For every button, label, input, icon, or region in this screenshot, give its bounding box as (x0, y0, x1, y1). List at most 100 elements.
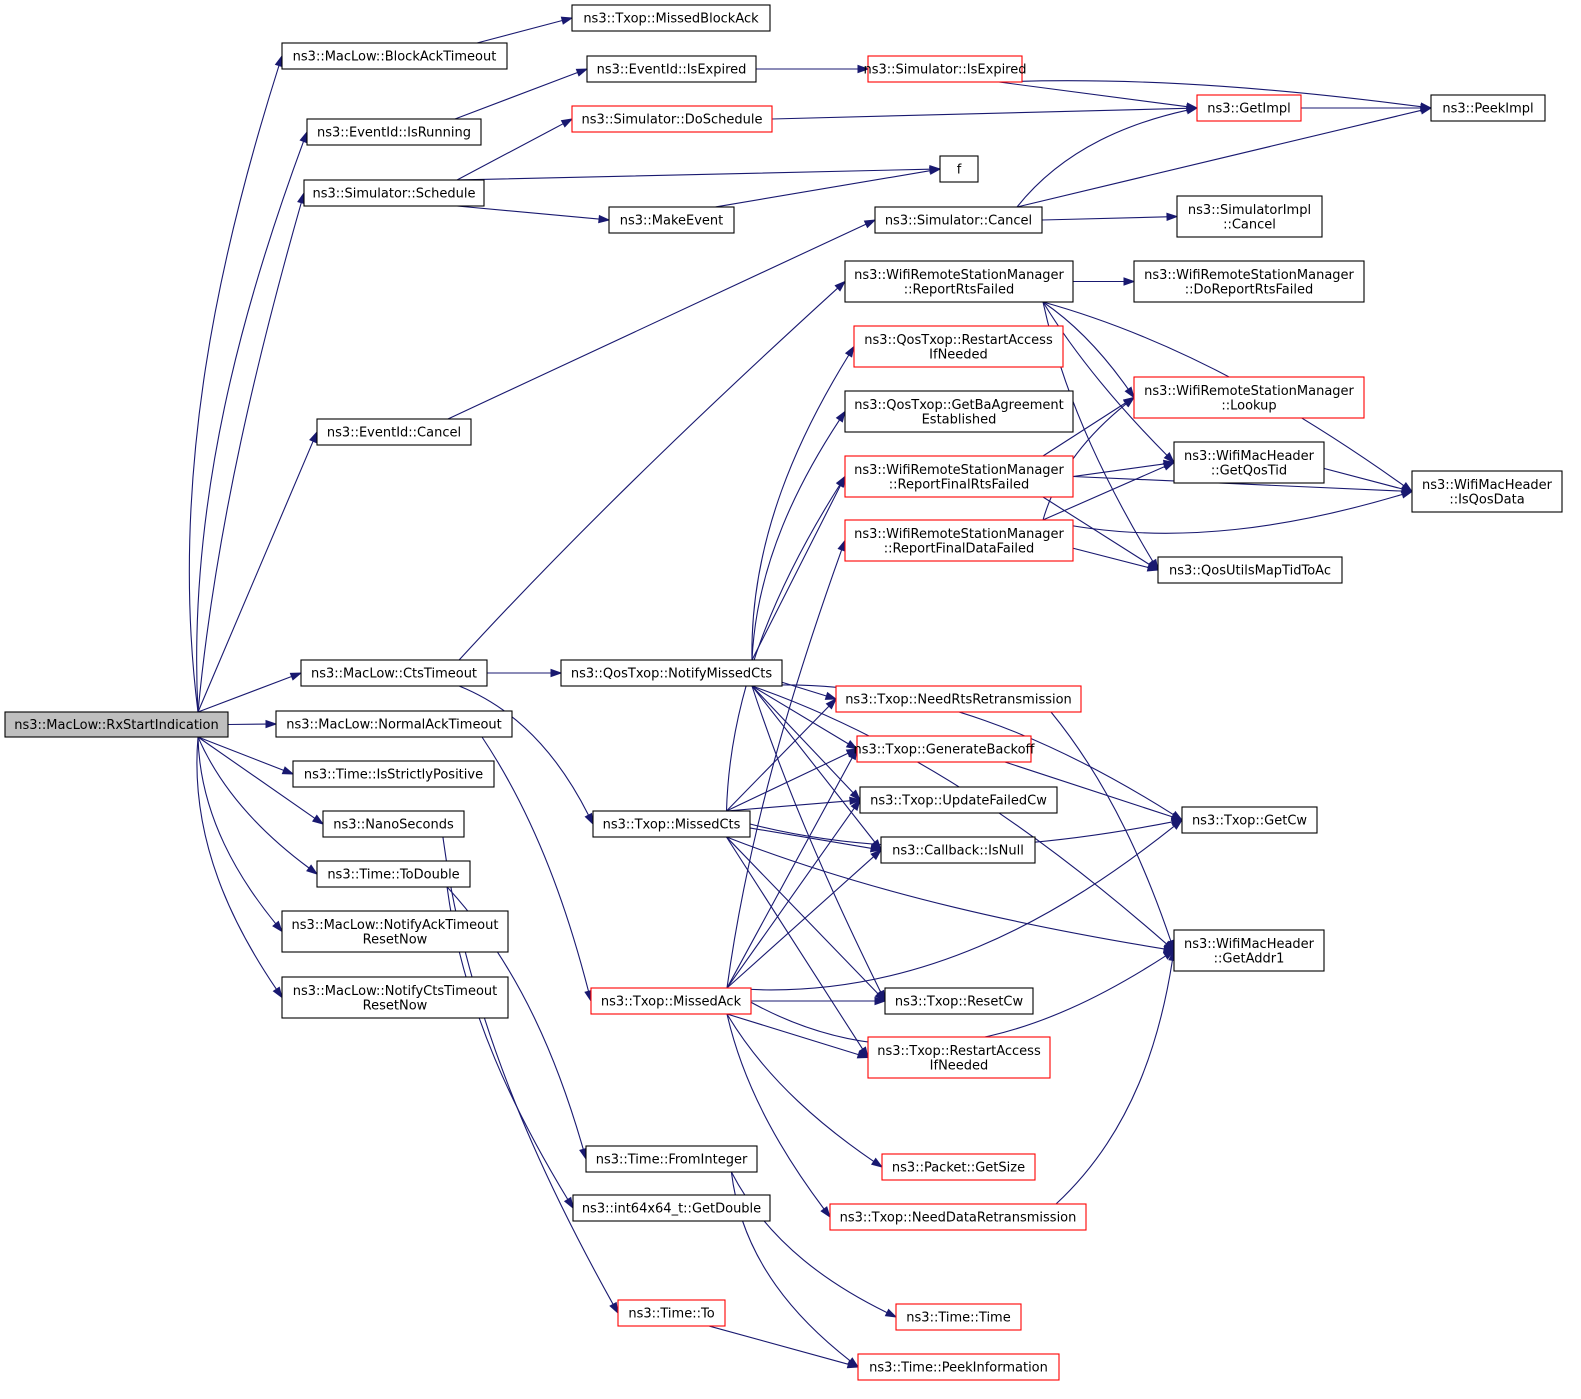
function-node[interactable]: ns3::NanoSeconds (322, 810, 465, 838)
function-node[interactable]: ns3::SimulatorImpl::Cancel (1176, 195, 1323, 238)
node-label: ns3::NanoSeconds (333, 818, 454, 833)
node-label: ns3::Txop::NeedRtsRetransmission (845, 693, 1072, 708)
function-node[interactable]: ns3::GetImpl (1196, 94, 1302, 122)
node-box (1181, 806, 1318, 834)
function-node[interactable]: ns3::int64x64_t::GetDouble (572, 1194, 771, 1222)
call-edge (726, 848, 883, 989)
function-node[interactable]: ns3::Txop::NeedRtsRetransmission (835, 685, 1082, 713)
arrowhead-icon (825, 697, 838, 710)
arrowhead-icon (584, 812, 594, 826)
function-node[interactable]: ns3::Time::ToDouble (316, 860, 471, 888)
node-label: ns3::WifiRemoteStationManager (1144, 268, 1354, 283)
node-label: ns3::Simulator::DoSchedule (581, 113, 762, 128)
function-node[interactable]: ns3::WifiRemoteStationManager::DoReportR… (1133, 260, 1365, 303)
node-box (1430, 94, 1546, 122)
node-label: ns3::Packet::GetSize (892, 1161, 1025, 1176)
edge-line (197, 736, 284, 771)
node-box (867, 1036, 1051, 1079)
function-node[interactable]: ns3::WifiRemoteStationManager::ReportFin… (844, 519, 1074, 562)
function-node[interactable]: ns3::Simulator::IsExpired (863, 55, 1027, 83)
function-node[interactable]: ns3::EventId::Cancel (316, 418, 472, 446)
function-node[interactable]: ns3::MacLow::RxStartIndication (4, 711, 229, 738)
function-node[interactable]: ns3::Txop::UpdateFailedCw (859, 786, 1058, 814)
function-node[interactable]: ns3::Time::FromInteger (585, 1145, 758, 1173)
arrowhead-icon (309, 430, 318, 444)
node-box (867, 55, 1023, 83)
function-node[interactable]: ns3::Txop::MissedCts (592, 810, 751, 838)
arrowhead-icon (870, 848, 883, 861)
call-edge (454, 68, 589, 120)
function-node[interactable]: ns3::Time::IsStrictlyPositive (292, 760, 495, 788)
node-box (853, 325, 1064, 368)
node-label: ns3::WifiRemoteStationManager (854, 527, 1064, 542)
node-label: ns3::EventId::IsExpired (597, 63, 747, 78)
node-box (1196, 94, 1302, 122)
call-edge (726, 836, 887, 1003)
function-node[interactable]: ns3::Txop::ResetCw (884, 987, 1034, 1015)
node-label: ResetNow (363, 998, 428, 1013)
edge-line (751, 685, 1167, 945)
node-box (571, 4, 771, 32)
function-node[interactable]: ns3::Txop::NeedDataRetransmission (829, 1203, 1087, 1231)
function-node[interactable]: ns3::Callback::IsNull (880, 836, 1036, 864)
node-label: ns3::Simulator::Cancel (885, 214, 1032, 229)
function-node[interactable]: f (939, 155, 979, 183)
edge-line (726, 757, 853, 989)
function-node[interactable]: ns3::WifiMacHeader::GetAddr1 (1173, 929, 1325, 972)
edge-line (998, 81, 1188, 108)
arrowhead-icon (560, 118, 574, 128)
function-node[interactable]: ns3::PeekImpl (1430, 94, 1546, 122)
function-node[interactable]: ns3::MakeEvent (608, 206, 735, 234)
call-edge (197, 736, 295, 775)
arrowhead-icon (849, 789, 862, 802)
function-node[interactable]: ns3::Simulator::Cancel (874, 206, 1043, 234)
arrowhead-icon (1400, 484, 1414, 493)
function-node[interactable]: ns3::Time::PeekInformation (857, 1353, 1060, 1381)
function-node[interactable]: ns3::Txop::GenerateBackoff (854, 735, 1036, 763)
arrowhead-icon (849, 796, 862, 806)
call-edge (751, 475, 846, 661)
call-edge (197, 736, 319, 875)
function-node[interactable]: ns3::Txop::GetCw (1181, 806, 1318, 834)
function-node[interactable]: ns3::QosTxop::NotifyMissedCts (560, 659, 783, 687)
edge-line (730, 1171, 888, 1314)
edge-line (1050, 711, 1172, 942)
node-label: IfNeeded (930, 1058, 989, 1073)
function-node[interactable]: ns3::Time::To (617, 1299, 726, 1327)
function-node[interactable]: ns3::EventId::IsRunning (306, 118, 482, 146)
arrowhead-icon (884, 1308, 898, 1318)
call-edge (725, 475, 846, 812)
edge-line (726, 752, 849, 812)
function-node[interactable]: ns3::WifiRemoteStationManager::ReportFin… (844, 455, 1074, 498)
function-node[interactable]: ns3::WifiRemoteStationManager::ReportRts… (844, 260, 1074, 303)
node-label: ns3::MacLow::NotifyCtsTimeout (293, 984, 498, 999)
edge-line (458, 685, 589, 816)
function-node[interactable]: ns3::Txop::MissedAck (590, 987, 752, 1015)
function-node[interactable]: ns3::MacLow::NormalAckTimeout (275, 710, 513, 738)
function-node[interactable]: ns3::WifiRemoteStationManager::Lookup (1133, 376, 1365, 419)
call-edge (726, 539, 846, 989)
function-node[interactable]: ns3::Packet::GetSize (881, 1153, 1036, 1181)
function-node[interactable]: ns3::WifiMacHeader::IsQosData (1411, 470, 1563, 513)
node-label: Established (922, 412, 997, 427)
function-node[interactable]: ns3::Simulator::Schedule (303, 179, 485, 207)
function-node[interactable]: ns3::WifiMacHeader::GetQosTid (1173, 441, 1325, 484)
function-node[interactable]: ns3::EventId::IsExpired (586, 55, 757, 83)
function-node[interactable]: ns3::Time::Time (895, 1303, 1022, 1331)
arrowhead-icon (272, 920, 283, 933)
function-node[interactable]: ns3::Txop::MissedBlockAck (571, 4, 771, 32)
function-node[interactable]: ns3::Simulator::DoSchedule (571, 105, 773, 133)
function-node[interactable]: ns3::MacLow::CtsTimeout (300, 659, 488, 687)
call-edge (751, 685, 859, 750)
function-node[interactable]: ns3::MacLow::BlockAckTimeout (281, 42, 508, 70)
arrowhead-icon (850, 798, 861, 812)
node-box (585, 1145, 758, 1173)
function-node[interactable]: ns3::QosUtilsMapTidToAc (1157, 556, 1343, 584)
edge-line (481, 736, 590, 992)
arrowhead-icon (820, 1206, 831, 1219)
